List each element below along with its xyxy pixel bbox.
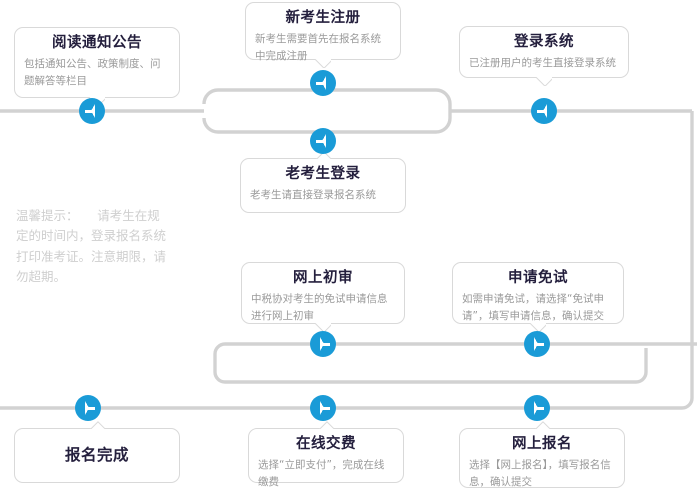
callout-tail	[536, 77, 552, 86]
arrow-left-icon-online-registration[interactable]	[524, 395, 550, 421]
node-title: 报名完成	[64, 446, 129, 465]
node-title: 登录系统	[514, 34, 574, 50]
reminder-note: 温馨提示： 请考生在规定的时间内，登录报名系统打印准考证。注意期限，请勿超期。	[16, 206, 168, 287]
node-online-registration[interactable]: 网上报名 选择【网上报名】，填写报名信息，确认提交	[459, 428, 625, 488]
node-title: 阅读通知公告	[52, 35, 142, 51]
node-description: 新考生需要首先在报名系统中完成注册	[255, 33, 381, 62]
callout-tail	[89, 420, 105, 429]
line-fork-upper	[202, 88, 452, 111]
node-description: 选择【网上报名】，填写报名信息，确认提交	[469, 459, 611, 488]
line-right-descend	[644, 111, 694, 410]
node-description: 包括通知公告、政策制度、问题解答等栏目	[24, 58, 161, 87]
line-mid-uturn	[213, 342, 648, 384]
node-registration-complete[interactable]: 报名完成	[14, 428, 180, 483]
arrow-right-icon-old-candidate-login[interactable]	[310, 128, 336, 154]
node-read-notice[interactable]: 阅读通知公告 包括通知公告、政策制度、问题解答等栏目	[14, 27, 180, 98]
node-title: 在线交费	[296, 436, 356, 452]
node-title: 新考生注册	[285, 10, 361, 26]
node-new-candidate-register[interactable]: 新考生注册 新考生需要首先在报名系统中完成注册	[245, 2, 401, 62]
arrow-left-icon-online-payment[interactable]	[310, 395, 336, 421]
arrow-left-icon-registration-complete[interactable]	[75, 395, 101, 421]
node-description: 中税协对考生的免试申请信息进行网上初审	[251, 293, 388, 322]
callout-tail	[534, 420, 550, 429]
line-fork-lower	[202, 111, 452, 134]
callout-tail	[315, 59, 331, 68]
arrow-left-icon-online-first-review[interactable]	[310, 331, 336, 357]
arrow-right-icon-read-notice[interactable]	[79, 98, 105, 124]
reminder-note-label: 温馨提示：	[16, 208, 73, 223]
node-apply-exemption[interactable]: 申请免试 如需申请免试，请选择“免试申请”，填写申请信息，确认提交	[452, 262, 624, 324]
callout-tail	[318, 420, 334, 429]
arrow-right-icon-login-system[interactable]	[531, 98, 557, 124]
node-login-system[interactable]: 登录系统 已注册用户的考生直接登录系统	[459, 26, 629, 78]
node-description: 如需申请免试，请选择“免试申请”，填写申请信息，确认提交	[462, 293, 604, 322]
arrow-right-icon-new-candidate-register[interactable]	[310, 70, 336, 96]
node-title: 网上初审	[293, 270, 353, 286]
node-description: 老考生请直接登录报名系统	[250, 189, 376, 202]
node-description: 已注册用户的考生直接登录系统	[469, 57, 616, 70]
node-description: 选择“立即支付”，完成在线缴费	[258, 459, 385, 488]
node-title: 申请免试	[508, 270, 568, 286]
node-online-payment[interactable]: 在线交费 选择“立即支付”，完成在线缴费	[248, 428, 404, 488]
reminder-note-body: 请考生在规定的时间内，登录报名系统打印准考证。注意期限，请勿超期。	[16, 208, 167, 284]
node-online-first-review[interactable]: 网上初审 中税协对考生的免试申请信息进行网上初审	[241, 262, 405, 324]
node-title: 网上报名	[512, 436, 572, 452]
arrow-left-icon-apply-exemption[interactable]	[524, 331, 550, 357]
node-old-candidate-login[interactable]: 老考生登录 老考生请直接登录报名系统	[240, 158, 406, 213]
node-title: 老考生登录	[285, 166, 361, 182]
